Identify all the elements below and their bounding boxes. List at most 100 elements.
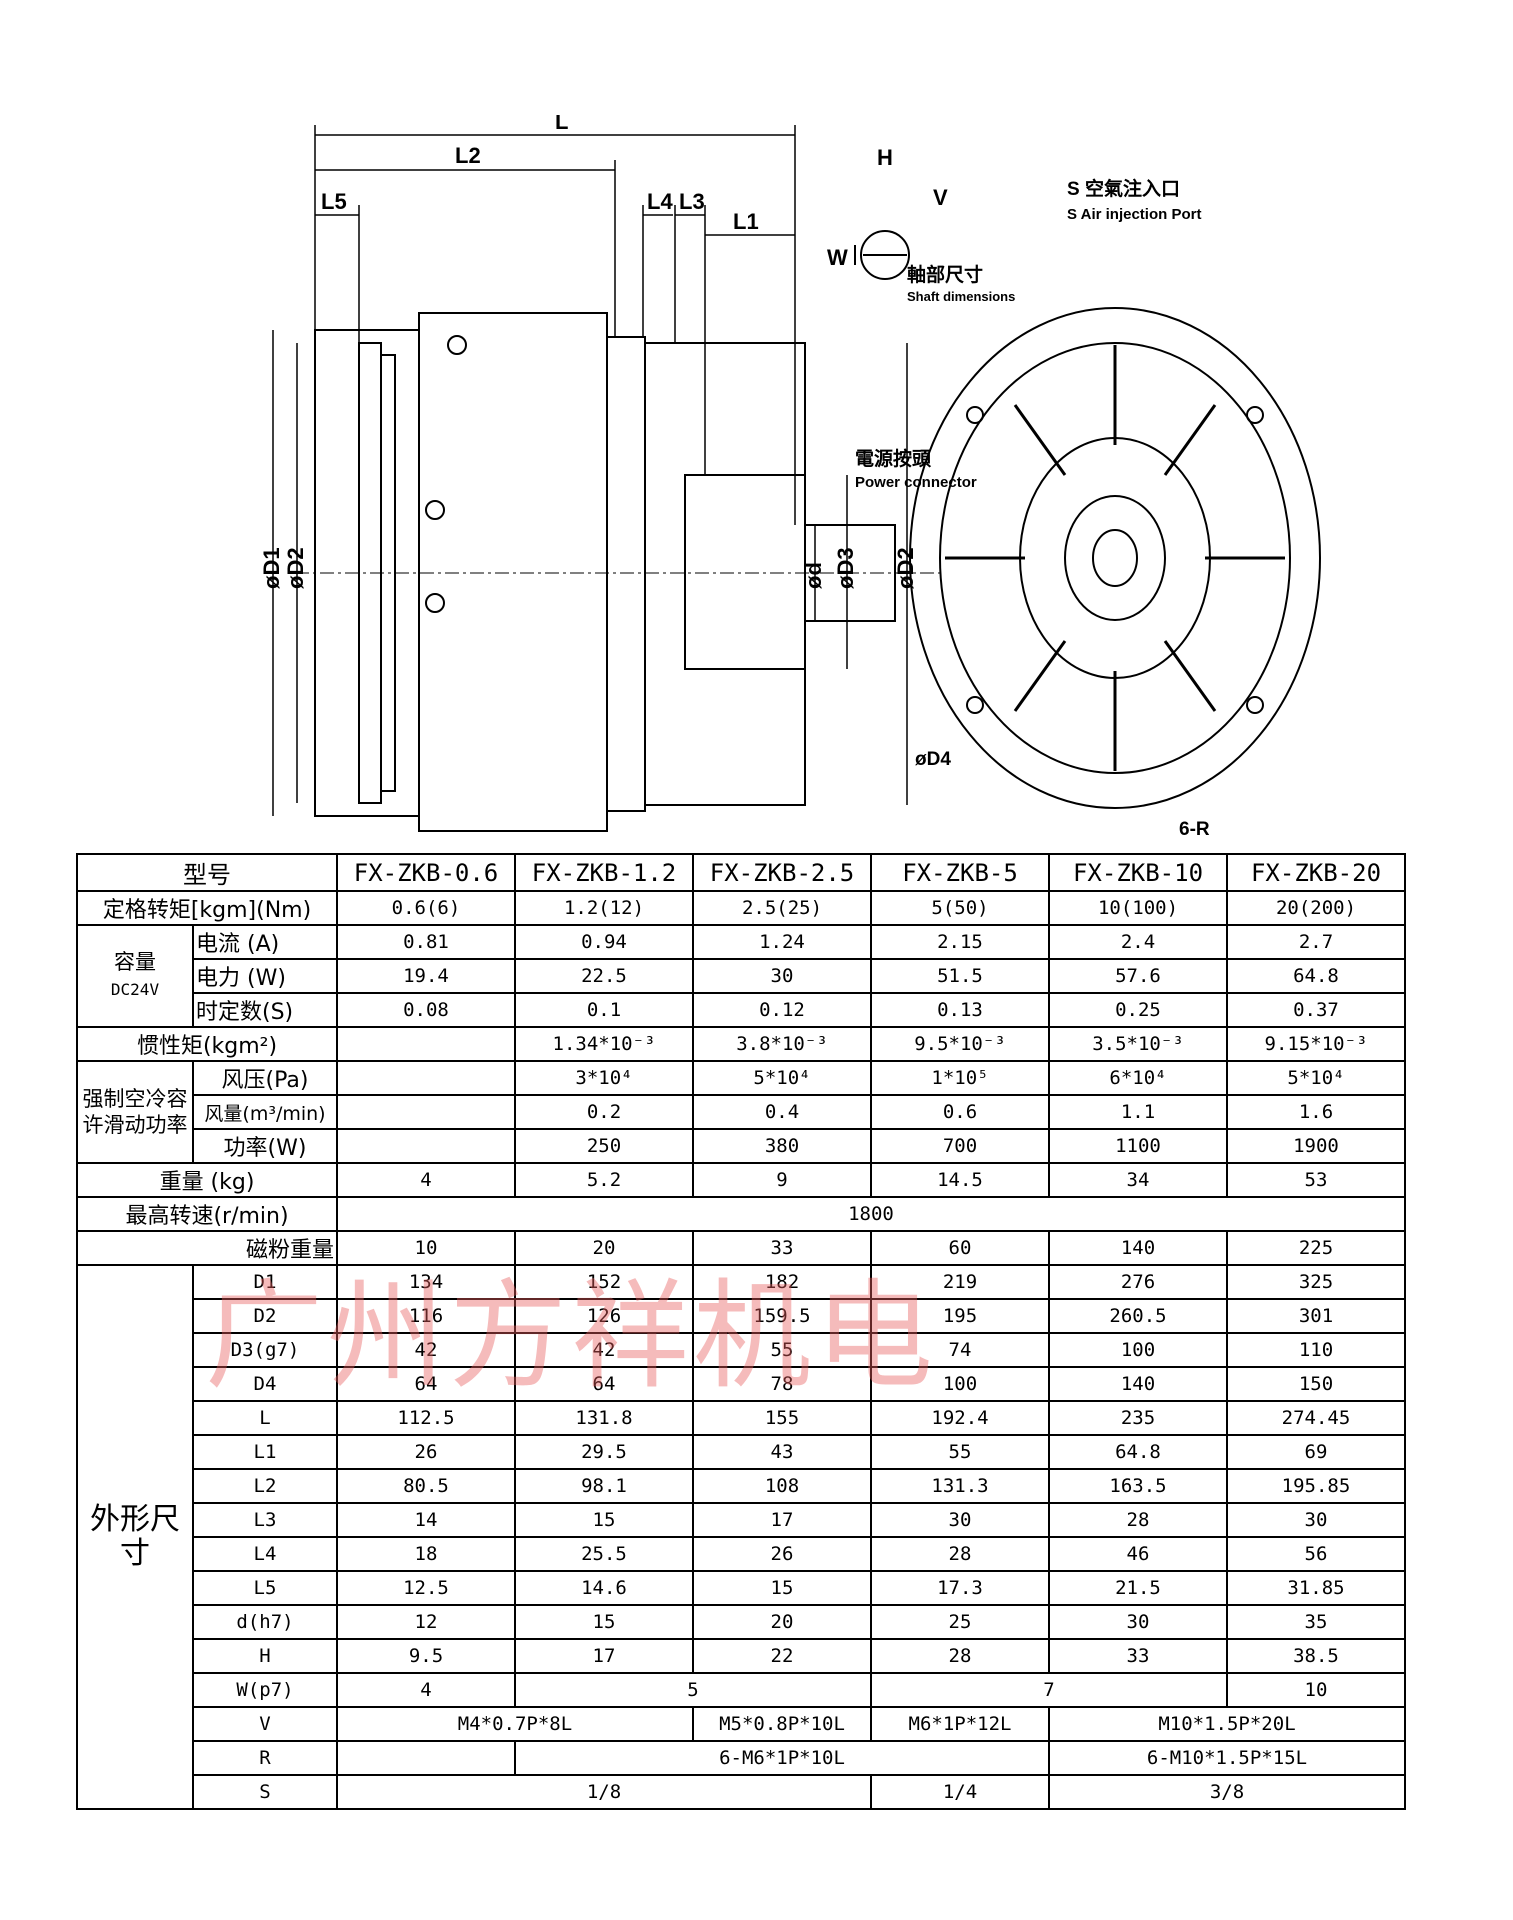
dim-cell: 14.6 — [514, 1570, 694, 1606]
dim-cell: 26 — [336, 1434, 516, 1470]
technical-drawing: L L2 L5 L4 L3 L1 øD1 øD2 ød øD3 øD2 H V … — [259, 115, 1321, 835]
dim-label: V — [192, 1706, 338, 1742]
dim-label: L4 — [192, 1536, 338, 1572]
right-flange — [606, 336, 646, 812]
dim-cell: 98.1 — [514, 1468, 694, 1504]
pressure-cell: 1*10⁵ — [870, 1060, 1050, 1096]
watt-cell: 250 — [514, 1128, 694, 1164]
powder-cell: 60 — [870, 1230, 1050, 1266]
dim-cell: 15 — [514, 1604, 694, 1640]
dim-cell: 69 — [1226, 1434, 1406, 1470]
dim-cell: 17.3 — [870, 1570, 1050, 1606]
front-view-bore — [1092, 529, 1138, 587]
dim-cell: M10*1.5P*20L — [1048, 1706, 1406, 1742]
dim-cell: 12 — [336, 1604, 516, 1640]
dim-cell: 131.8 — [514, 1400, 694, 1436]
model-header: FX-ZKB-1.2 — [514, 853, 694, 892]
weight-label: 重量 (kg) — [76, 1162, 338, 1198]
pressure-cell: 3*10⁴ — [514, 1060, 694, 1096]
dim-label: H — [192, 1638, 338, 1674]
dim-cell: 14 — [336, 1502, 516, 1538]
watt-label: 功率(W) — [192, 1128, 338, 1164]
dim-cell: 35 — [1226, 1604, 1406, 1640]
dim-cell: 108 — [692, 1468, 872, 1504]
dim-cell: M5*0.8P*10L — [692, 1706, 872, 1742]
dim-label: D2 — [192, 1298, 338, 1334]
spec-table: 型号 FX-ZKB-0.6 FX-ZKB-1.2 FX-ZKB-2.5 FX-Z… — [76, 853, 1406, 1810]
dim-cell: 5 — [514, 1672, 872, 1708]
dim-cell: 31.85 — [1226, 1570, 1406, 1606]
torque-label: 定格转矩[kgm](Nm) — [76, 890, 338, 926]
front-view-ring — [939, 342, 1291, 774]
air-port-label-cn: S 空氣注入口 — [1067, 177, 1180, 200]
current-cell: 1.24 — [692, 924, 872, 960]
powder-label: 磁粉重量 — [76, 1230, 338, 1266]
power-label: 电力 (W) — [192, 958, 338, 994]
weight-cell: 53 — [1226, 1162, 1406, 1198]
dim-cell: 155 — [692, 1400, 872, 1436]
table-row-air-pressure: 强制空冷容许滑动功率 风压(Pa) 3*10⁴ 5*10⁴ 1*10⁵ 6*10… — [76, 1060, 1406, 1164]
torque-cell: 2.5(25) — [692, 890, 872, 926]
dim-cell: 7 — [870, 1672, 1228, 1708]
dim-cell: 25.5 — [514, 1536, 694, 1572]
table-row-max-speed: 最高转速(r/min) 1800 — [76, 1196, 1406, 1232]
inertia-cell: 9.5*10⁻³ — [870, 1026, 1050, 1062]
dim-cell: 150 — [1226, 1366, 1406, 1402]
dim-cell: 110 — [1226, 1332, 1406, 1368]
inertia-cell: 3.8*10⁻³ — [692, 1026, 872, 1062]
dim-label: W(p7) — [192, 1672, 338, 1708]
inertia-cell: 3.5*10⁻³ — [1048, 1026, 1228, 1062]
front-view-hub — [1064, 495, 1166, 621]
flow-cell: 0.6 — [870, 1094, 1050, 1130]
dim-cell: 9.5 — [336, 1638, 516, 1674]
current-cell: 0.94 — [514, 924, 694, 960]
dim-D2-right: øD2 — [893, 547, 918, 589]
speed-cell: 1800 — [336, 1196, 1406, 1232]
dim-label: L1 — [192, 1434, 338, 1470]
dim-cell: 28 — [870, 1638, 1050, 1674]
dim-V: V — [933, 185, 948, 210]
time-cell: 0.1 — [514, 992, 694, 1028]
dim-cell: 131.3 — [870, 1468, 1050, 1504]
current-cell: 0.81 — [336, 924, 516, 960]
cooling-group-label: 强制空冷容许滑动功率 — [76, 1060, 194, 1164]
dim-cell: 3/8 — [1048, 1774, 1406, 1810]
dim-L2: L2 — [455, 143, 481, 168]
powder-cell: 20 — [514, 1230, 694, 1266]
weight-cell: 14.5 — [870, 1162, 1050, 1198]
table-row-time-constant: 时定数(S) 0.08 0.1 0.12 0.13 0.25 0.37 — [77, 992, 1406, 1028]
table-row-inertia: 惯性矩(kgm²) 1.34*10⁻³ 3.8*10⁻³ 9.5*10⁻³ 3.… — [76, 1026, 1406, 1062]
dim-cell: 1/4 — [870, 1774, 1050, 1810]
dim-cell: 152 — [514, 1264, 694, 1300]
dim-cell: 260.5 — [1048, 1298, 1228, 1334]
dims-group-label: 外形尺寸 — [76, 1264, 194, 1810]
shaft-dimensions-cn: 軸部尺寸 — [907, 263, 983, 286]
dim-cell: 100 — [870, 1366, 1050, 1402]
dim-D4: øD4 — [915, 749, 951, 770]
table-row-slip-power: 功率(W) 250 380 700 1100 1900 — [77, 1128, 1406, 1164]
dim-cell: 55 — [692, 1332, 872, 1368]
table-row-powder-weight: 磁粉重量 10 20 33 60 140 225 — [76, 1230, 1406, 1266]
dim-L4: L4 — [647, 189, 673, 214]
front-view-inner — [1019, 437, 1211, 679]
dim-cell: 12.5 — [336, 1570, 516, 1606]
table-row-weight: 重量 (kg) 4 5.2 9 14.5 34 53 — [76, 1162, 1406, 1198]
dim-D1: øD1 — [259, 547, 284, 589]
flow-cell: 0.4 — [692, 1094, 872, 1130]
powder-cell: 10 — [336, 1230, 516, 1266]
dim-cell — [336, 1740, 516, 1776]
table-row-models: 型号 FX-ZKB-0.6 FX-ZKB-1.2 FX-ZKB-2.5 FX-Z… — [76, 853, 1406, 892]
dim-label: L3 — [192, 1502, 338, 1538]
dim-cell: 112.5 — [336, 1400, 516, 1436]
dim-6R: 6-R — [1179, 819, 1210, 835]
air-port-label-en: S Air injection Port — [1067, 206, 1201, 223]
watt-cell: 1100 — [1048, 1128, 1228, 1164]
